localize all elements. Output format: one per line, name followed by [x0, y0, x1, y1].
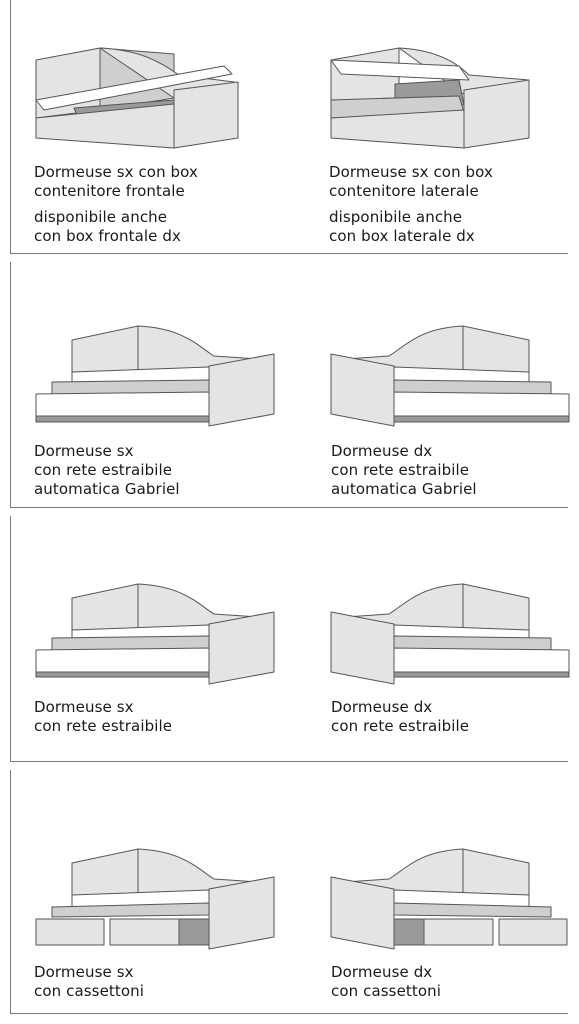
- caption-line: Dormeuse sx con box: [329, 163, 493, 181]
- bed-cassettoni-dx-illustration: [330, 848, 568, 950]
- bed-rete-sx-illustration: [35, 583, 275, 685]
- caption-line: automatica Gabriel: [331, 480, 477, 498]
- bed-gabriel-sx-illustration: [35, 325, 275, 427]
- caption-line: con rete estraibile: [331, 461, 470, 479]
- bed-rete-dx-illustration: [330, 583, 570, 685]
- caption-line: con rete estraibile: [34, 717, 173, 735]
- caption-line: con rete estraibile: [34, 461, 173, 479]
- caption-line: Dormeuse sx: [34, 442, 134, 460]
- section-box-contenitore: [10, 0, 568, 254]
- caption-line: automatica Gabriel: [34, 480, 180, 498]
- caption-note-line: con box frontale dx: [34, 227, 181, 245]
- bed-box-laterale-illustration: [330, 47, 530, 149]
- caption-line: con rete estraibile: [331, 717, 470, 735]
- caption-line: Dormeuse dx: [331, 698, 433, 716]
- caption-line: Dormeuse sx: [34, 698, 134, 716]
- bed-cassettoni-sx-illustration: [35, 848, 275, 950]
- section-rete-estraibile: [10, 516, 568, 762]
- caption-note-line: disponibile anche: [34, 208, 168, 226]
- caption-note-line: disponibile anche: [329, 208, 463, 226]
- caption-line: Dormeuse dx: [331, 963, 433, 981]
- caption-line: Dormeuse dx: [331, 442, 433, 460]
- caption-line: Dormeuse sx con box: [34, 163, 198, 181]
- section-cassettoni: [10, 770, 568, 1014]
- bed-box-frontale-illustration: [35, 47, 239, 149]
- caption-note-line: con box laterale dx: [329, 227, 475, 245]
- caption-line: con cassettoni: [331, 982, 442, 1000]
- caption-line: contenitore frontale: [34, 182, 185, 200]
- caption-line: contenitore laterale: [329, 182, 479, 200]
- bed-gabriel-dx-illustration: [330, 325, 570, 427]
- caption-line: con cassettoni: [34, 982, 145, 1000]
- caption-line: Dormeuse sx: [34, 963, 134, 981]
- section-rete-gabriel: [10, 262, 568, 508]
